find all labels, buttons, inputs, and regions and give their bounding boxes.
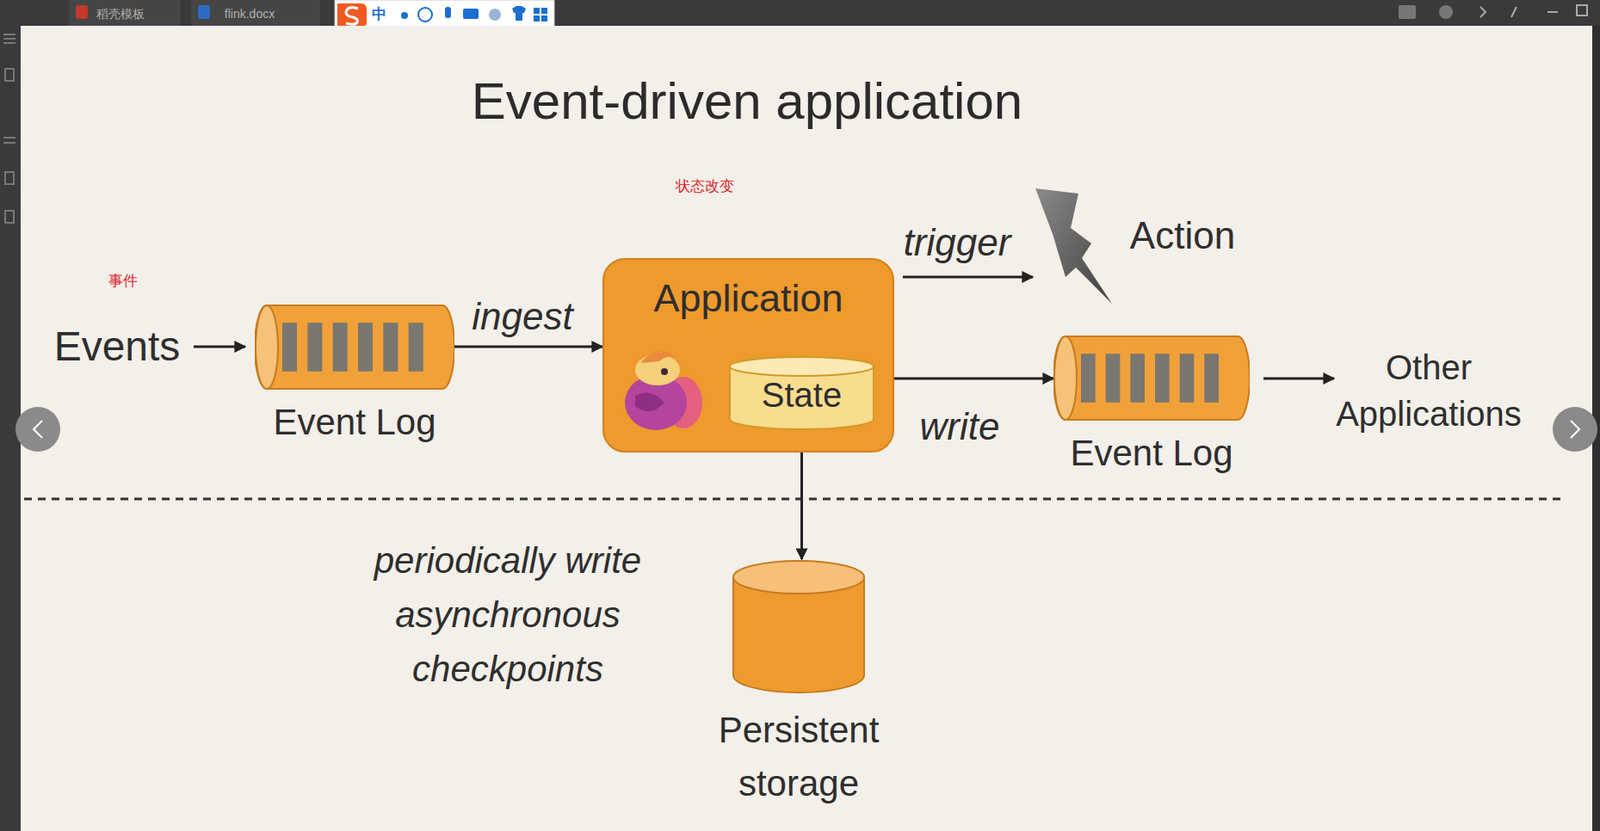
queue-body <box>1053 336 1250 421</box>
lightning-bolt <box>1035 188 1112 304</box>
sidebar-icons <box>3 34 16 223</box>
tab <box>68 0 181 26</box>
window-buttons <box>1480 6 1558 18</box>
ime-icon <box>488 8 501 21</box>
node-text: Event Log <box>272 401 436 445</box>
queue-slot <box>358 322 373 372</box>
ime-mode-wrap: 中 <box>371 6 387 24</box>
tab-title-wrap: flink.docx <box>224 6 275 22</box>
event-log-queue: Event Log <box>1053 334 1250 476</box>
mascot-wing <box>635 392 665 412</box>
tab-title: 稻壳模板 <box>96 6 145 22</box>
queue-shape <box>1053 334 1250 422</box>
queue-slot <box>1155 353 1170 403</box>
queue-slot <box>1204 353 1219 403</box>
edge-label-wrap: ingest <box>471 294 573 340</box>
ime-icon <box>463 8 479 19</box>
input-arrow <box>193 345 246 349</box>
cylinder-top <box>729 357 874 377</box>
ime-icon <box>444 6 451 19</box>
queue-slot <box>282 322 297 372</box>
nav-button <box>15 407 61 452</box>
annotation: 状态改变 <box>675 178 735 196</box>
output-arrow <box>1263 377 1335 381</box>
queue-slot <box>408 322 424 372</box>
dashed-divider <box>24 498 1567 501</box>
ime-icon <box>401 12 408 19</box>
source-label-wrap: Events <box>54 321 181 372</box>
state-store: State <box>728 355 876 431</box>
trigger-label: trigger <box>903 220 1012 266</box>
node-text: Persistent storage <box>691 704 906 811</box>
tab-title-wrap: 稻壳模板 <box>96 6 145 22</box>
application-box: ApplicationState <box>602 258 895 453</box>
trigger-arrow <box>902 276 1033 279</box>
tab-title: flink.docx <box>224 6 275 22</box>
nav-chevron <box>1570 420 1580 439</box>
node-text: State <box>761 374 842 416</box>
queue-slot <box>383 322 398 372</box>
edge-label: write <box>920 404 1001 451</box>
event-log-queue: Event Log <box>254 303 455 445</box>
sink-label: Other Applications <box>1325 344 1533 438</box>
queue-slot <box>1130 353 1145 403</box>
queue-slot <box>307 322 322 372</box>
ime-mode: 中 <box>371 6 387 24</box>
sink-label-wrap: Other Applications <box>1325 344 1533 438</box>
mascot <box>614 344 710 439</box>
cylinder-top <box>733 561 865 594</box>
top-bar <box>0 0 1600 26</box>
tab <box>191 0 321 26</box>
queue-slot <box>1081 353 1096 403</box>
slide <box>20 25 1593 831</box>
action-label-wrap: Action <box>1130 213 1236 260</box>
queue-shape <box>254 303 455 391</box>
action-label: Action <box>1130 213 1236 260</box>
ime-icon <box>418 7 433 22</box>
node-text: Event Log <box>1069 432 1233 476</box>
annotation-wrap: 事件 <box>108 272 138 291</box>
connector <box>454 345 603 349</box>
ime-icon <box>541 7 548 14</box>
queue-slot <box>333 322 348 372</box>
tab-icon <box>75 5 88 19</box>
connector <box>894 377 1054 381</box>
annotation: 事件 <box>108 272 138 291</box>
queue-cap <box>255 305 278 390</box>
ime-logo <box>337 3 367 28</box>
window-icon <box>1439 5 1453 19</box>
mascot-eye <box>661 368 668 376</box>
tab-icon <box>197 5 211 19</box>
window-icon <box>1398 5 1416 19</box>
ime-logo-mark <box>345 7 359 25</box>
node-text: Application <box>653 275 843 322</box>
title: Event-driven application <box>471 70 1023 133</box>
queue-body <box>254 305 455 390</box>
ime-icon <box>512 6 526 21</box>
annotation-wrap: 状态改变 <box>675 178 735 196</box>
nav-button <box>1552 407 1598 452</box>
cylinder-shape <box>731 559 866 694</box>
source-label: Events <box>54 321 181 372</box>
checkpoint-note: periodically write asynchronous checkpoi… <box>339 533 676 697</box>
storage-cylinder: Persistent storage <box>691 559 906 811</box>
ime-toolbar <box>334 0 555 29</box>
checkpoint-note-wrap: periodically write asynchronous checkpoi… <box>339 533 676 697</box>
mascot-crest <box>640 351 679 364</box>
title-wrap: Event-driven application <box>471 70 1023 133</box>
edge-label-wrap: write <box>920 404 1001 451</box>
queue-cap <box>1054 336 1077 421</box>
queue-slot <box>1105 353 1121 403</box>
ime-icon <box>533 7 540 14</box>
ime-icon <box>541 15 548 22</box>
window-button <box>1576 5 1588 16</box>
edge-label: ingest <box>471 294 573 340</box>
trigger-label-wrap: trigger <box>903 220 1012 266</box>
nav-chevron <box>33 420 43 439</box>
queue-slot <box>1179 353 1195 403</box>
ime-icon <box>533 15 540 22</box>
